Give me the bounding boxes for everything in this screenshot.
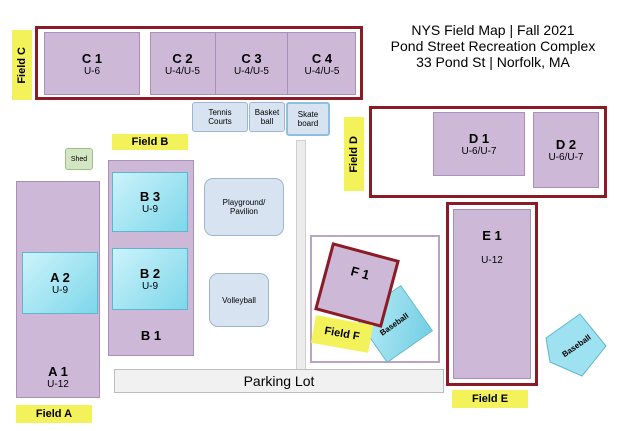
skateboard-park: Skate board [286, 102, 330, 136]
field-b-label: Field B [112, 134, 188, 150]
field-e1[interactable]: E 1 U-12 [453, 209, 531, 379]
field-b3[interactable]: B 3 U-9 [112, 172, 188, 232]
field-c-label: Field C [12, 30, 32, 100]
field-c2[interactable]: C 2 U-4/U-5 [150, 32, 216, 95]
field-d2[interactable]: D 2 U-6/U-7 [533, 112, 599, 188]
field-e-label: Field E [452, 390, 528, 408]
field-c2-c4-group [150, 32, 356, 95]
playground-pavilion: Playground/ Pavilion [204, 178, 284, 236]
title-line-3: 33 Pond St | Norfolk, MA [416, 54, 570, 70]
title-line-2: Pond Street Recreation Complex [390, 38, 596, 54]
field-c4[interactable]: C 4 U-4/U-5 [304, 50, 340, 77]
map-title: NYS Field Map | Fall 2021 Pond Street Re… [378, 22, 608, 70]
field-a-label: Field A [16, 405, 92, 423]
field-c-boundary [35, 26, 363, 100]
parking-lot: Parking Lot [114, 369, 444, 393]
field-c1[interactable]: C 1 U-6 [44, 32, 140, 95]
field-a2[interactable]: A 2 U-9 [22, 252, 98, 314]
field-c3[interactable]: C 3 U-4/U-5 [216, 32, 288, 95]
basketball-court: Basket ball [249, 102, 285, 132]
field-b2[interactable]: B 2 U-9 [112, 248, 188, 310]
baseball-diamond-e: Baseball [545, 313, 607, 377]
field-d1[interactable]: D 1 U-6/U-7 [433, 112, 525, 176]
volleyball-court: Volleyball [209, 273, 269, 327]
title-line-1: NYS Field Map | Fall 2021 [411, 22, 575, 38]
tennis-courts: Tennis Courts [192, 102, 248, 132]
field-d-label: Field D [344, 117, 364, 191]
baseball-diamond-e-shape [545, 313, 607, 377]
field-b1-label: B 1 [140, 328, 162, 343]
shed: Shed [65, 148, 93, 170]
field-e-boundary [446, 202, 538, 386]
field-d-boundary [369, 106, 607, 198]
field-a1-text: A 1 U-12 [47, 364, 69, 390]
walking-path [296, 140, 306, 370]
